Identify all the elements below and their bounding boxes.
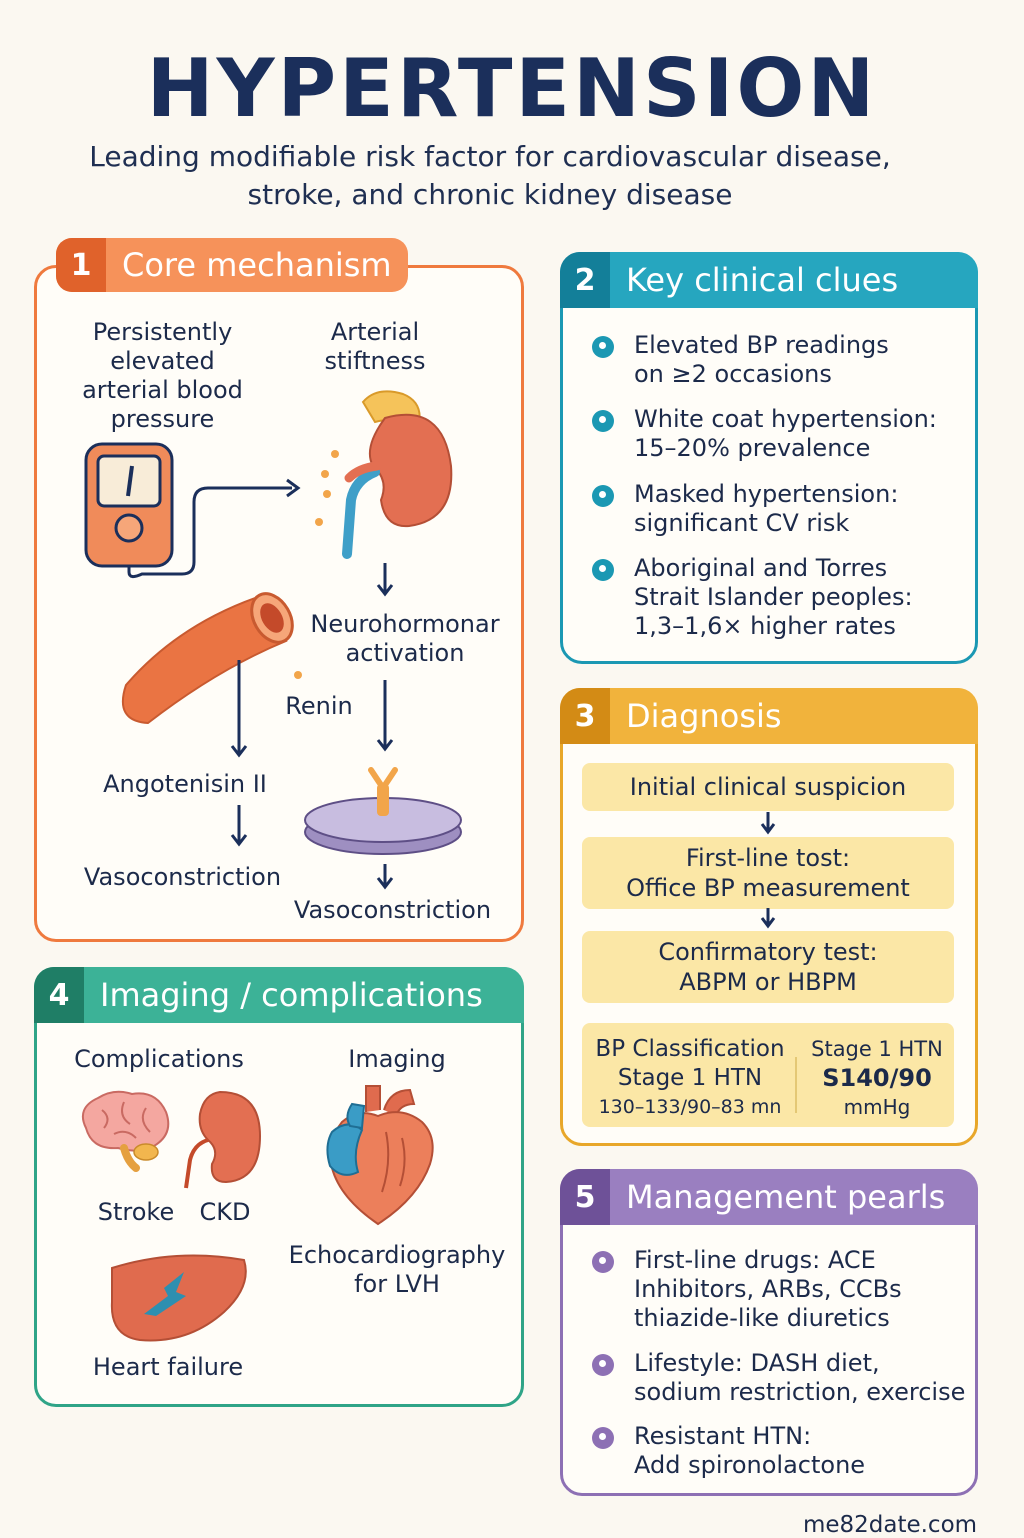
clue-item: Masked hypertension:significant CV risk: [592, 480, 898, 538]
clues-title: Key clinical clues: [626, 261, 899, 299]
heart-icon: [326, 1085, 434, 1226]
diagnosis-step: First-line tost: Office BP measurement: [582, 837, 954, 909]
arrow-down-icon: [376, 680, 394, 752]
angiotensin-label: Angotenisin II: [103, 770, 267, 798]
classification-left-range: 130–133/90–83 mn: [598, 1096, 782, 1118]
echo-label: Echocardiography for LVH: [288, 1241, 506, 1298]
renin-label: Renin: [285, 692, 353, 720]
mechanism-number: 1: [56, 238, 106, 292]
stroke-label: Stroke: [97, 1198, 175, 1226]
phone-icon: [592, 559, 614, 581]
subtitle-line-1: Leading modifiable risk factor for cardi…: [89, 140, 891, 173]
arrow-down-icon: [760, 908, 776, 929]
mechanism-header: 1 Core mechanism: [56, 238, 408, 292]
clue-item: White coat hypertension:15–20% prevalenc…: [592, 405, 937, 463]
classification-left-stage: Stage 1 HTN: [617, 1065, 763, 1091]
kidney-icon: [315, 390, 453, 559]
bp-classification-box: BP Classification Stage 1 HTN 130–133/90…: [582, 1023, 954, 1127]
neurohormonal-label: Neurohormonar activation: [310, 610, 500, 667]
clues-header: 2 Key clinical clues: [560, 252, 978, 308]
diagnosis-header: 3 Diagnosis: [560, 688, 978, 744]
artery-icon: [121, 592, 302, 725]
vasoconstriction-right-label: Vasoconstriction: [293, 896, 492, 924]
imaging-card: [34, 967, 524, 1407]
heart-failure-icon: [110, 1254, 247, 1342]
arrow-down-icon: [230, 660, 248, 758]
bp-monitor-icon: [84, 442, 301, 579]
management-item: Resistant HTN:Add spironolactone: [592, 1422, 865, 1480]
receptor-icon: [304, 767, 462, 855]
mechanism-title: Core mechanism: [122, 246, 392, 284]
imaging-title: Imaging / complications: [100, 976, 483, 1014]
pill-icon: [592, 1354, 614, 1376]
ckd-label: CKD: [199, 1198, 251, 1226]
arrow-down-icon: [376, 864, 394, 890]
page-title: HYPERTENSION: [146, 42, 878, 135]
classification-heading: BP Classification: [595, 1036, 785, 1062]
bp-label: Persistently elevated arterial blood pre…: [82, 318, 243, 433]
phone-icon: [592, 336, 614, 358]
arterial-stiffness-label: Arterial stiftness: [324, 318, 426, 375]
classification-right-stage: Stage 1 HTN: [811, 1037, 943, 1061]
diagnosis-step: Confirmatory test: ABPM or HBPM: [582, 931, 954, 1003]
pill-icon: [592, 1427, 614, 1449]
arrow-down-icon: [230, 805, 248, 847]
complications-heading: Complications: [74, 1045, 244, 1073]
clues-number: 2: [560, 252, 610, 308]
diagnosis-step: Initial clinical suspicion: [582, 763, 954, 811]
classification-right-value: S140/90: [822, 1064, 932, 1092]
phone-icon: [592, 485, 614, 507]
kidney-icon: [184, 1090, 262, 1189]
imaging-header: 4 Imaging / complications: [34, 967, 524, 1023]
phone-icon: [592, 410, 614, 432]
diagnosis-title: Diagnosis: [626, 697, 782, 735]
management-item: Lifestyle: DASH diet,sodium restriction,…: [592, 1349, 965, 1407]
management-number: 5: [560, 1169, 610, 1225]
imaging-heading: Imaging: [348, 1045, 446, 1073]
clues-card: [560, 252, 978, 664]
diagnosis-number: 3: [560, 688, 610, 744]
imaging-number: 4: [34, 967, 84, 1023]
arrow-down-icon: [760, 812, 776, 835]
subtitle-line-2: stroke, and chronic kidney disease: [247, 178, 733, 211]
arrow-down-icon: [376, 563, 394, 597]
heart-failure-label: Heart failure: [92, 1353, 244, 1381]
classification-right-unit: mmHg: [843, 1095, 911, 1119]
vasoconstriction-left-label: Vasoconstriction: [83, 863, 282, 891]
management-header: 5 Management pearls: [560, 1169, 978, 1225]
brain-icon: [82, 1090, 170, 1172]
pill-icon: [592, 1251, 614, 1273]
management-title: Management pearls: [626, 1178, 946, 1216]
footer-watermark: me82date.com: [802, 1512, 978, 1538]
